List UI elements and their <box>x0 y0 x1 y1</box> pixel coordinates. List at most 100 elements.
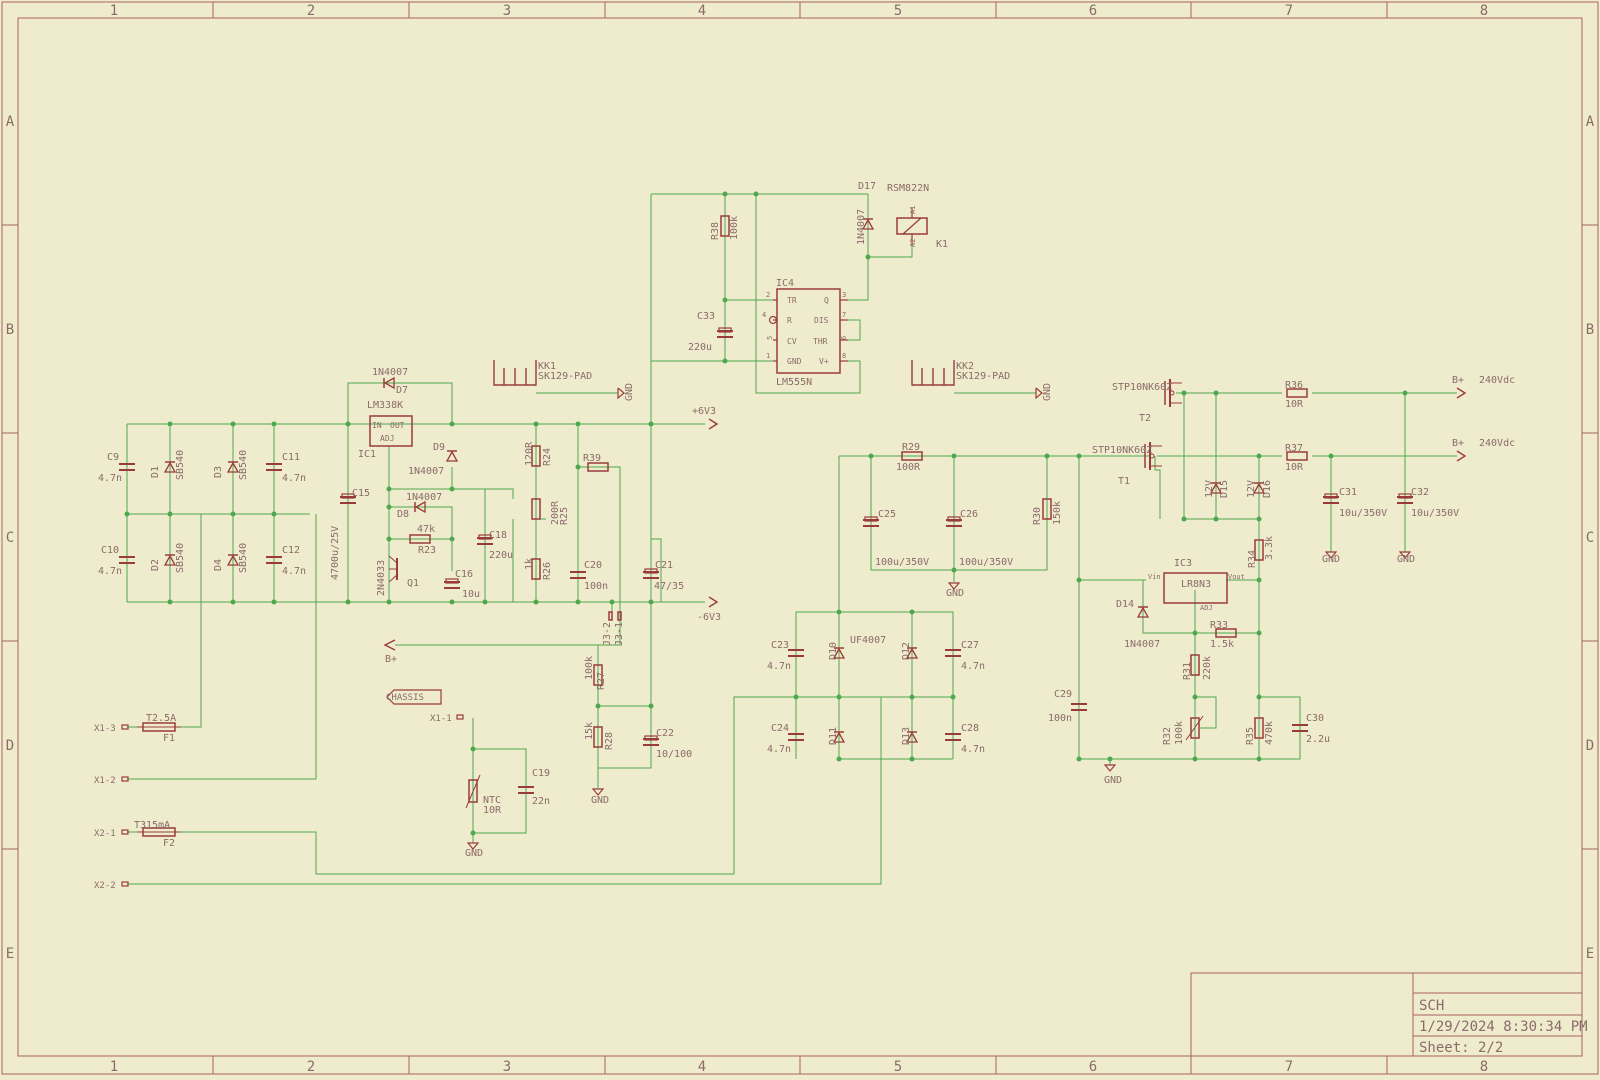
label-c30v: 2.2u <box>1306 734 1330 745</box>
resistor-r27 <box>593 664 603 686</box>
mosfet-t1 <box>1144 442 1162 470</box>
label-t1: T1 <box>1118 476 1130 487</box>
label-x2-1: X2-1 <box>94 829 116 839</box>
capacitor-c30 <box>1292 724 1308 732</box>
resistor-r38 <box>720 215 730 237</box>
label-c27v: 4.7n <box>961 661 985 672</box>
label-gnd-bot: GND <box>1104 775 1122 786</box>
label-c12v: 4.7n <box>282 566 306 577</box>
label-c23v: 4.7n <box>767 661 791 672</box>
label-t2: T2 <box>1139 413 1151 424</box>
label-gnd-ntc: GND <box>465 848 483 859</box>
col-label: 8 <box>1480 3 1488 19</box>
label-c29: C29 <box>1054 689 1072 700</box>
label-c20v: 100n <box>584 581 608 592</box>
capacitor-c19 <box>518 786 534 794</box>
chassis-flag <box>386 689 464 720</box>
col-label: 2 <box>307 1059 315 1075</box>
label-c33: C33 <box>697 311 715 322</box>
ground-c31 <box>1324 551 1338 559</box>
junctions <box>124 191 1408 836</box>
label-d3v: SB540 <box>238 450 249 480</box>
label-t2v: STP10NK60Z <box>1112 382 1172 393</box>
row-label: B <box>6 322 14 338</box>
label-d3: D3 <box>213 466 224 478</box>
label-f1: F1 <box>163 733 175 744</box>
resistor-r30 <box>1042 498 1052 520</box>
capacitor-c24 <box>788 733 804 741</box>
label-x2-2: X2-2 <box>94 881 116 891</box>
label-r26: R26 <box>542 562 553 580</box>
label-c31v: 10u/350V <box>1339 508 1387 519</box>
ic1-lm338k <box>369 415 413 447</box>
label-c25: C25 <box>878 509 896 520</box>
capacitor-c33 <box>717 327 733 338</box>
resistor-r31 <box>1190 654 1200 676</box>
label-pin2: 2 <box>766 291 770 299</box>
label-r23v: 47k <box>417 524 435 535</box>
diode-d1 <box>163 461 177 473</box>
ground-c26 <box>947 582 961 590</box>
label-r23: R23 <box>418 545 436 556</box>
label-p-thr: THR <box>813 337 828 346</box>
label-c28v: 4.7n <box>961 744 985 755</box>
label-c9: C9 <box>107 452 119 463</box>
label-r28v: 15k <box>584 722 595 740</box>
col-label: 4 <box>698 1059 706 1075</box>
capacitor-c15 <box>340 493 356 504</box>
label-d15v: 12V <box>1204 480 1215 498</box>
label-c15: C15 <box>352 488 370 499</box>
diode-d13 <box>905 731 919 743</box>
col-label: 6 <box>1089 1059 1097 1075</box>
label-c27: C27 <box>961 640 979 651</box>
row-label: B <box>1586 322 1594 338</box>
capacitor-c27 <box>945 649 961 657</box>
resistor-r24 <box>531 445 541 467</box>
label-r32: R32 <box>1162 727 1173 745</box>
label-p-cv: CV <box>787 337 797 346</box>
net-arrow-p6v3 <box>708 418 719 430</box>
label-d4v: SB540 <box>238 543 249 573</box>
label-q1v: 2N4033 <box>376 560 387 596</box>
label-bplus-left: B+ <box>385 654 397 665</box>
label-gnd-c26: GND <box>946 588 964 599</box>
label-ic3: IC3 <box>1174 558 1192 569</box>
capacitor-c28 <box>945 733 961 741</box>
row-label: D <box>1586 738 1594 754</box>
label-c30: C30 <box>1306 713 1324 724</box>
capacitor-c32 <box>1397 493 1413 504</box>
capacitor-c9 <box>119 463 135 471</box>
title-sheet: Sheet: 2/2 <box>1419 1040 1503 1056</box>
label-d11: D11 <box>828 727 839 745</box>
label-j3-1: J3-1 <box>614 622 625 646</box>
capacitor-c20 <box>570 571 586 579</box>
label-r25: R25 <box>559 507 570 525</box>
mosfet-t2 <box>1164 379 1182 407</box>
title-name: SCH <box>1419 998 1444 1014</box>
col-label: 3 <box>503 3 511 19</box>
label-c22: C22 <box>656 728 674 739</box>
label-ic1-out: OUT <box>390 421 405 430</box>
label-r27: R27 <box>596 672 607 690</box>
label-r31: R31 <box>1182 662 1193 680</box>
label-r24: R24 <box>542 448 553 466</box>
capacitor-c12 <box>266 556 282 564</box>
label-d1: D1 <box>150 466 161 478</box>
label-d2: D2 <box>150 559 161 571</box>
label-pin6: 6 <box>840 336 848 340</box>
label-x1-3: X1-3 <box>94 724 116 734</box>
zener-d15 <box>1209 482 1223 494</box>
capacitor-c29 <box>1071 703 1087 711</box>
label-ic1v: LM338K <box>367 400 403 411</box>
label-r29: R29 <box>902 442 920 453</box>
label-c18v: 220u <box>489 550 513 561</box>
resistor-r39 <box>587 462 609 472</box>
label-pin7: 7 <box>842 311 846 319</box>
label-d4: D4 <box>213 559 224 571</box>
row-label: A <box>6 114 15 130</box>
col-label: 4 <box>698 3 706 19</box>
diode-d12 <box>905 647 919 659</box>
label-r37v: 10R <box>1285 462 1304 473</box>
label-d10v: UF4007 <box>850 635 886 646</box>
label-r32v: 100k <box>1174 721 1185 745</box>
